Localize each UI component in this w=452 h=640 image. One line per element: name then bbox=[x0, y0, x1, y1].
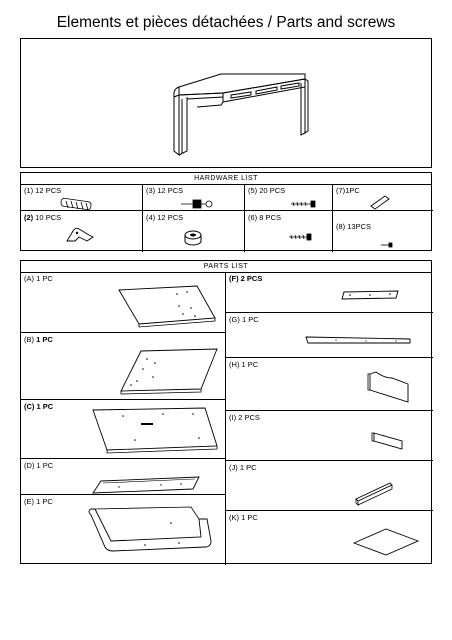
part-E: (E) 1 PC bbox=[21, 495, 226, 565]
hardware-item-2: (2) 10 PCS bbox=[21, 211, 143, 252]
hardware-num: (5) bbox=[248, 186, 258, 195]
bracket-icon bbox=[370, 195, 390, 210]
panel-K-drawing bbox=[352, 528, 420, 556]
panel-A-drawing bbox=[118, 285, 216, 328]
hardware-item-7: (7)1PC bbox=[333, 184, 433, 211]
part-id: (H) bbox=[229, 360, 240, 369]
part-A: (A) 1 PC bbox=[21, 272, 226, 333]
panel-I-drawing bbox=[371, 432, 403, 450]
corner-bracket-icon bbox=[66, 227, 94, 242]
hardware-num: (7) bbox=[336, 186, 346, 195]
part-J: (J) 1 PC bbox=[226, 461, 433, 511]
hardware-item-5: (5) 20 PCS bbox=[245, 184, 333, 211]
panel-E-drawing bbox=[88, 506, 212, 552]
hardware-item-8: (8) 13PCS bbox=[333, 211, 433, 252]
hardware-num: (3) bbox=[146, 186, 156, 195]
desk-illustration bbox=[173, 73, 309, 157]
part-F: (F) 2 PCS bbox=[226, 272, 433, 313]
panel-D-drawing bbox=[92, 476, 200, 494]
hardware-item-3: (3) 12 PCS bbox=[143, 184, 245, 211]
small-screw-icon bbox=[381, 242, 393, 248]
part-qty: 1 PC bbox=[36, 461, 54, 470]
screw-icon bbox=[291, 200, 316, 208]
part-D: (D) 1 PC bbox=[21, 459, 226, 495]
part-id: (E) bbox=[24, 497, 34, 506]
part-qty: 1 PC bbox=[36, 497, 53, 506]
desk-illustration-panel bbox=[20, 38, 432, 168]
hardware-list-table: HARDWARE LIST (1) 12 PCS (3) 12 PCS (5) … bbox=[20, 172, 433, 252]
hardware-num: (4) bbox=[146, 213, 156, 222]
panel-G-drawing bbox=[305, 336, 411, 344]
part-H: (H) 1 PC bbox=[226, 358, 433, 411]
part-id: (F) bbox=[229, 274, 239, 283]
part-qty: 1 PC bbox=[36, 274, 53, 283]
part-id: (I) bbox=[229, 413, 237, 422]
panel-J-drawing bbox=[355, 482, 393, 506]
page-title: Elements et pièces détachées / Parts and… bbox=[56, 14, 396, 31]
part-id: (G) bbox=[229, 315, 240, 324]
part-qty: 1 PC bbox=[241, 315, 259, 324]
hardware-qty: 12 PCS bbox=[157, 186, 184, 195]
panel-H-drawing bbox=[367, 371, 409, 403]
part-id: (D) bbox=[24, 461, 35, 470]
part-id: (J) bbox=[229, 463, 238, 472]
part-qty: 1 PC bbox=[241, 513, 258, 522]
hardware-item-4: (4) 12 PCS bbox=[143, 211, 245, 252]
panel-F-drawing bbox=[341, 290, 399, 300]
hardware-num: (6) bbox=[248, 213, 258, 222]
parts-list-header: PARTS LIST bbox=[21, 261, 431, 273]
part-qty: 1 PC bbox=[36, 402, 54, 411]
part-id: (A) bbox=[24, 274, 34, 283]
part-id: (C) bbox=[24, 402, 35, 411]
cam-lock-icon bbox=[184, 230, 202, 246]
hardware-qty: 1PC bbox=[345, 186, 360, 195]
hardware-qty: 20 PCS bbox=[259, 186, 286, 195]
part-qty: 2 PCS bbox=[238, 413, 260, 422]
part-C: (C) 1 PC bbox=[21, 400, 226, 459]
column-divider bbox=[225, 272, 226, 565]
hardware-item-6: (6) 8 PCS bbox=[245, 211, 333, 252]
hardware-num: (2) bbox=[24, 213, 34, 222]
part-id: (B) bbox=[24, 335, 34, 344]
part-I: (I) 2 PCS bbox=[226, 411, 433, 461]
hardware-list-header: HARDWARE LIST bbox=[21, 173, 431, 185]
hardware-qty: 12 PCS bbox=[35, 186, 62, 195]
part-qty: 1 PC bbox=[239, 463, 257, 472]
part-qty: 1 PC bbox=[36, 335, 53, 344]
hardware-item-1: (1) 12 PCS bbox=[21, 184, 143, 211]
panel-B-drawing bbox=[120, 348, 218, 395]
panel-C-drawing bbox=[92, 407, 218, 454]
wooden-dowel-icon bbox=[60, 197, 92, 211]
hardware-num: (1) bbox=[24, 186, 34, 195]
parts-list-table: PARTS LIST (A) 1 PC (B) 1 PC (C) 1 PC (D… bbox=[20, 260, 433, 565]
part-B: (B) 1 PC bbox=[21, 333, 226, 400]
hardware-num: (8) bbox=[336, 222, 346, 231]
hardware-qty: 8 PCS bbox=[259, 213, 281, 222]
hardware-qty: 10 PCS bbox=[35, 213, 62, 222]
part-id: (K) bbox=[229, 513, 239, 522]
wood-screw-icon bbox=[289, 233, 312, 241]
cam-bolt-icon bbox=[181, 199, 213, 209]
part-G: (G) 1 PC bbox=[226, 313, 433, 358]
part-qty: 1 PC bbox=[241, 360, 259, 369]
part-qty: 2 PCS bbox=[240, 274, 263, 283]
hardware-qty: 13PCS bbox=[347, 222, 372, 231]
hardware-qty: 12 PCS bbox=[157, 213, 184, 222]
part-K: (K) 1 PC bbox=[226, 511, 433, 565]
